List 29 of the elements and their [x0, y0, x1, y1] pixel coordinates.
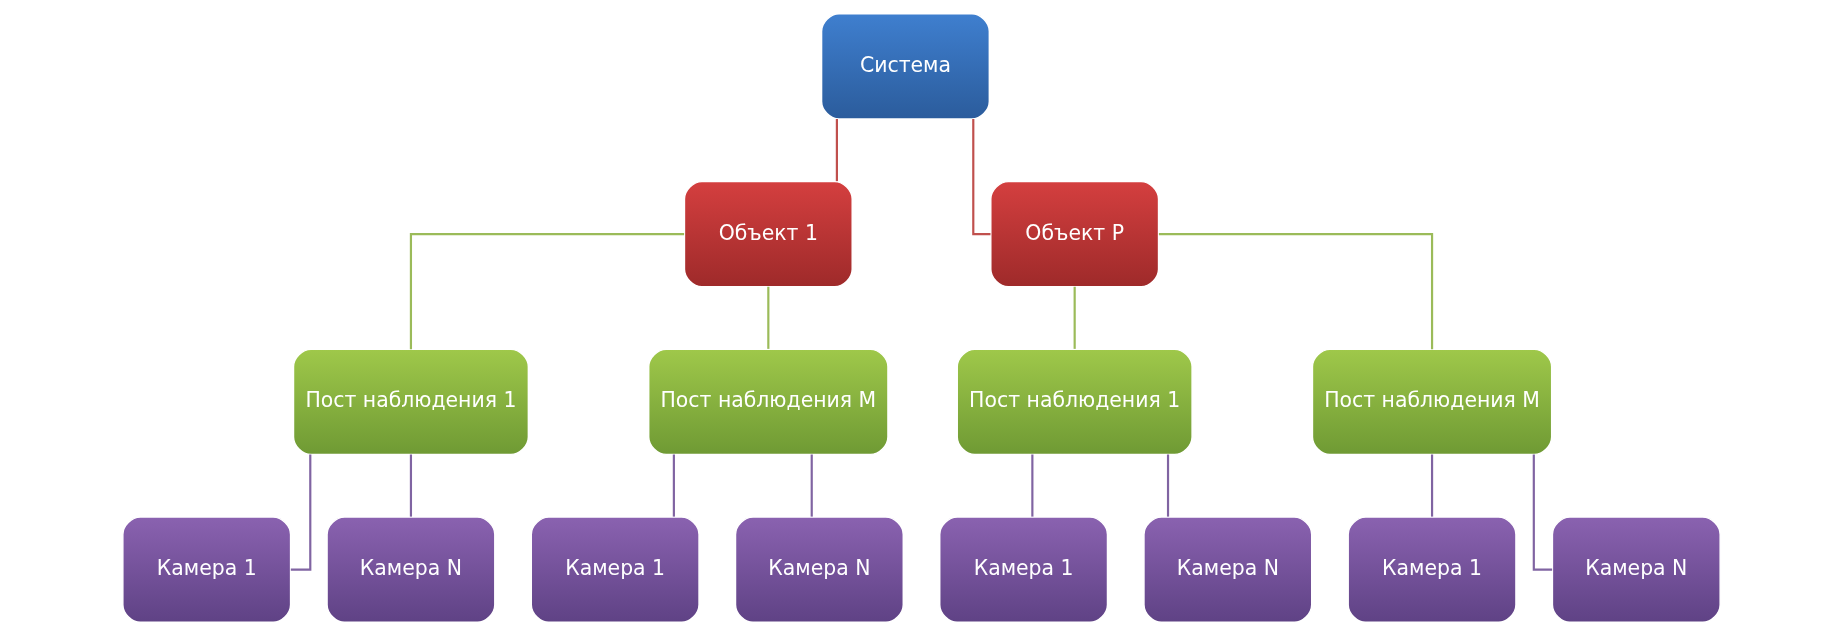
node-box: Пост наблюдения M — [647, 348, 889, 456]
node-box: Камера 1 — [530, 516, 700, 623]
node-box: Камера N — [1551, 516, 1721, 623]
connector — [1073, 286, 1076, 349]
node-box: Пост наблюдения 1 — [956, 348, 1193, 456]
connector — [971, 119, 990, 236]
connector — [1030, 454, 1033, 517]
node-box: Камера 1 — [121, 516, 291, 623]
node-box: Камера N — [1142, 516, 1312, 623]
node-box: Объект 1 — [683, 180, 853, 288]
connector — [672, 454, 675, 517]
connector — [409, 454, 412, 517]
connector — [810, 454, 813, 517]
connector — [290, 454, 311, 571]
connector — [409, 233, 684, 350]
connector — [1430, 454, 1433, 517]
connector — [766, 286, 769, 349]
node-box: Пост наблюдения 1 — [292, 348, 529, 456]
node-box: Камера N — [734, 516, 904, 623]
connector — [1158, 233, 1433, 350]
node-box: Камера N — [325, 516, 496, 623]
node-box: Камера 1 — [938, 516, 1108, 623]
connector — [835, 119, 838, 182]
node-box: Система — [820, 13, 990, 120]
node-box: Пост наблюдения M — [1311, 348, 1552, 456]
connector — [1532, 454, 1552, 571]
node-box: Объект P — [989, 180, 1159, 288]
connector — [1166, 454, 1169, 517]
node-box: Камера 1 — [1346, 516, 1517, 623]
